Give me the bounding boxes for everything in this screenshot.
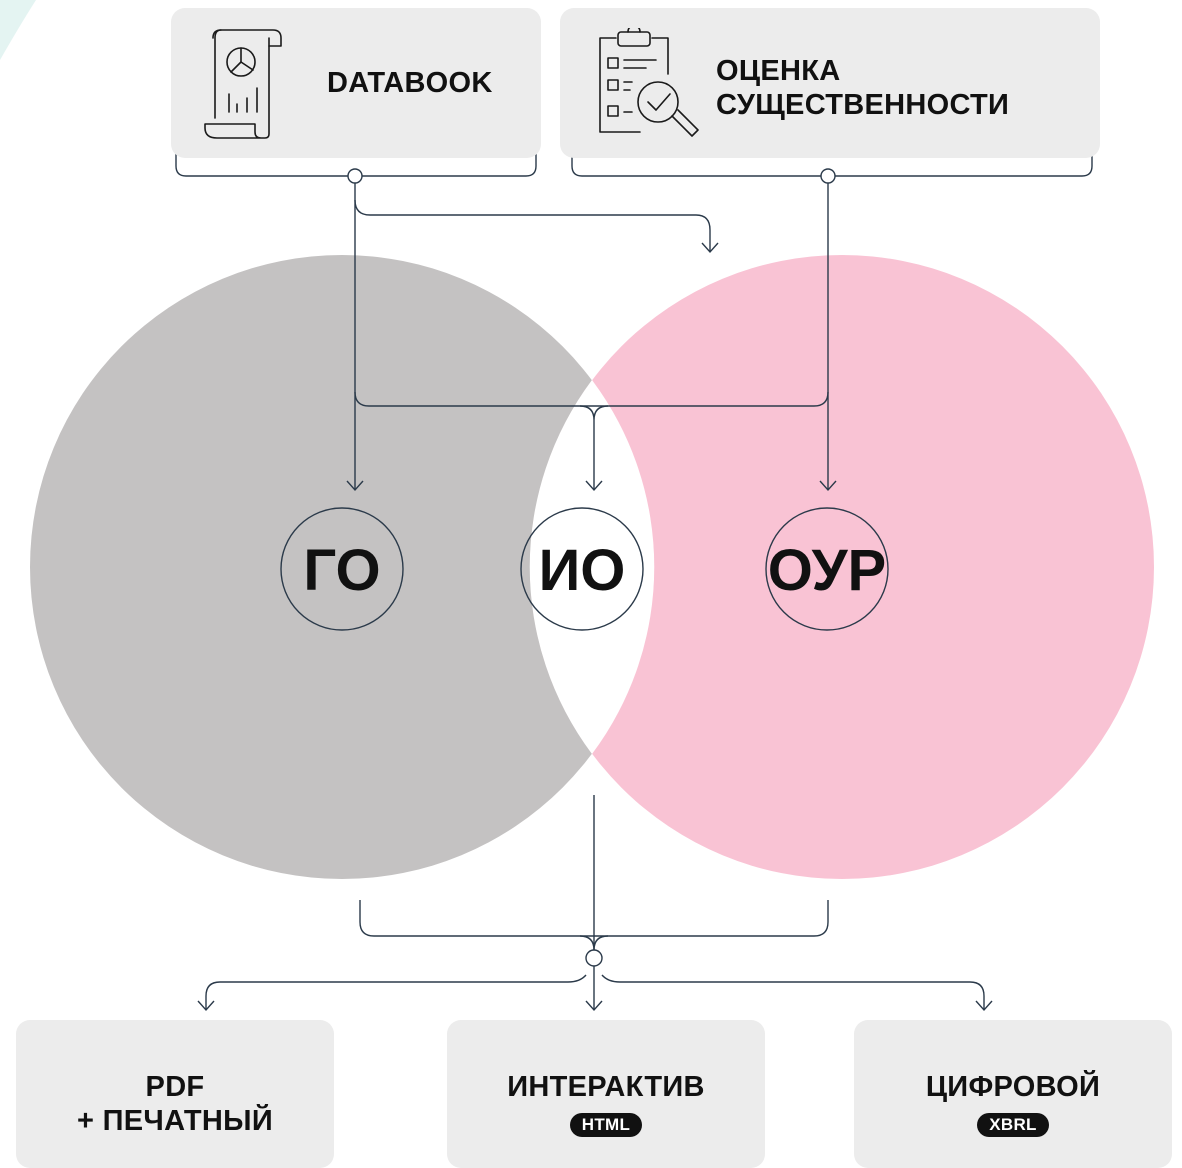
connector-to-pdf [205, 974, 587, 1010]
digital-label: ЦИФРОВОЙ XBRL [854, 1070, 1172, 1138]
materiality-box: ОЦЕНКА СУЩЕСТВЕННОСТИ [560, 8, 1100, 158]
output-junction-node [585, 949, 603, 967]
pdf-label-line1: PDF [145, 1071, 205, 1103]
intersection-lens [529, 380, 655, 754]
arrowhead-digital [975, 1000, 993, 1012]
corner-accent-shape [0, 0, 36, 60]
label-io: ИО [539, 538, 626, 603]
pdf-print-label: PDF + ПЕЧАТНЫЙ [16, 1070, 334, 1138]
interactive-box: ИНТЕРАКТИВ HTML [447, 1020, 765, 1168]
xbrl-badge: XBRL [977, 1113, 1049, 1137]
arrowhead-interactive [585, 1000, 603, 1012]
go-circle-outline [280, 507, 404, 631]
digital-label-line1: ЦИФРОВОЙ [925, 1071, 1101, 1103]
report-scroll-chart-icon [203, 28, 285, 145]
our-circle-outline [765, 507, 889, 631]
arrowhead-right-branch [701, 242, 719, 254]
arrowhead-pdf [197, 1000, 215, 1012]
label-go: ГО [303, 538, 380, 603]
databook-label: DATABOOK [327, 67, 493, 99]
clipboard-magnifier-check-icon [594, 25, 706, 145]
databook-junction-node [347, 168, 363, 184]
digital-box: ЦИФРОВОЙ XBRL [854, 1020, 1172, 1168]
connector-databook-to-right [354, 199, 711, 252]
materiality-label-line1: ОЦЕНКА [716, 55, 841, 87]
pdf-label-line2: + ПЕЧАТНЫЙ [77, 1105, 273, 1137]
connector-merge-to-io [579, 405, 609, 490]
databook-box: DATABOOK [171, 8, 541, 158]
bottom-merge-bracket [359, 900, 829, 937]
connector-to-digital [601, 974, 985, 1010]
arrowhead-io [585, 480, 603, 492]
bottom-merge-to-node [579, 935, 609, 951]
interactive-label: ИНТЕРАКТИВ HTML [447, 1070, 765, 1138]
materiality-junction-node [820, 168, 836, 184]
left-circle-go [30, 255, 654, 879]
label-our: ОУР [768, 538, 886, 603]
interactive-label-line1: ИНТЕРАКТИВ [507, 1071, 705, 1103]
arrowhead-our [819, 480, 837, 492]
connector-merge-horizontal [354, 391, 829, 407]
arrowhead-go [346, 480, 364, 492]
materiality-label-line2: СУЩЕСТВЕННОСТИ [716, 89, 1010, 121]
right-circle-our [530, 255, 1154, 879]
io-circle-outline [520, 507, 644, 631]
materiality-label: ОЦЕНКА СУЩЕСТВЕННОСТИ [716, 54, 1009, 122]
html-badge: HTML [569, 1113, 643, 1137]
pdf-print-box: PDF + ПЕЧАТНЫЙ [16, 1020, 334, 1168]
